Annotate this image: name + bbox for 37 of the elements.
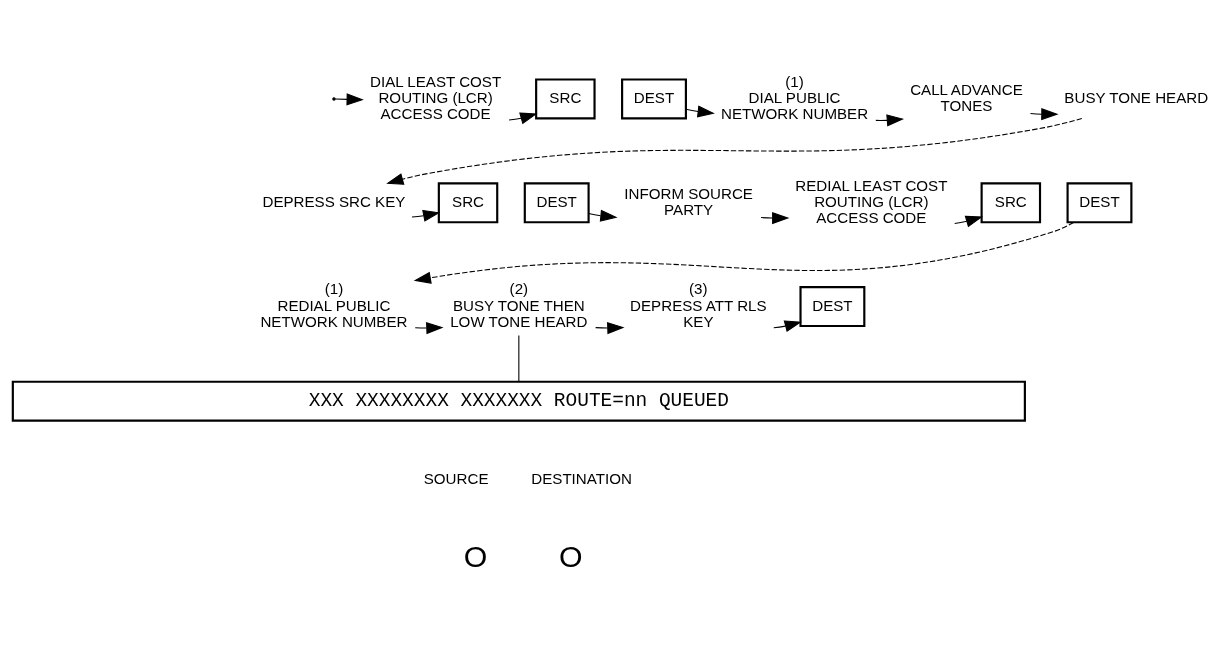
node-text: DEPRESS SRC KEY <box>262 192 406 210</box>
node-text: DIAL LEAST COST ROUTING (LCR) ACCESS CODE <box>370 72 502 122</box>
connector <box>518 334 520 382</box>
node-text: INFORM SOURCE PARTY <box>624 184 753 218</box>
arrow <box>773 319 802 332</box>
label: O <box>463 539 488 573</box>
arrow <box>588 209 618 222</box>
node-box: DEST <box>621 77 687 119</box>
node-box: XXX XXXXXXXX XXXXXXX ROUTE=nn QUEUED <box>11 380 1026 422</box>
node-text: REDIAL LEAST COST ROUTING (LCR) ACCESS CODE <box>795 176 948 226</box>
arrow <box>875 113 905 126</box>
node-text: (1) DIAL PUBLIC NETWORK NUMBER <box>721 72 869 122</box>
node-box: SRC <box>535 77 596 119</box>
arrow <box>954 215 983 227</box>
arrow <box>386 117 1083 185</box>
arrow <box>508 112 538 124</box>
node-box: DEST <box>799 285 866 327</box>
node-box: DEST <box>1066 181 1133 223</box>
arrow <box>411 209 441 222</box>
node-text: (1) REDIAL PUBLIC NETWORK NUMBER <box>260 279 408 330</box>
label: SOURCE <box>423 469 489 487</box>
label: O <box>558 539 583 573</box>
node-text: BUSY TONE HEARD <box>1064 88 1209 106</box>
node-box: SRC <box>980 181 1042 223</box>
arrow <box>334 92 364 105</box>
node-text: CALL ADVANCE TONES <box>910 80 1023 114</box>
arrow <box>413 221 1075 284</box>
arrow <box>1029 107 1059 120</box>
arrow <box>685 104 715 117</box>
node-text: (3) DEPRESS ATT RLS KEY <box>630 279 767 330</box>
arrow <box>760 211 790 224</box>
arrow <box>414 321 444 334</box>
node-box: DEST <box>523 181 590 223</box>
arrow <box>595 321 625 334</box>
label: DESTINATION <box>531 469 632 487</box>
node-text: (2) BUSY TONE THEN LOW TONE HEARD <box>450 279 588 330</box>
node-box: SRC <box>437 181 499 223</box>
